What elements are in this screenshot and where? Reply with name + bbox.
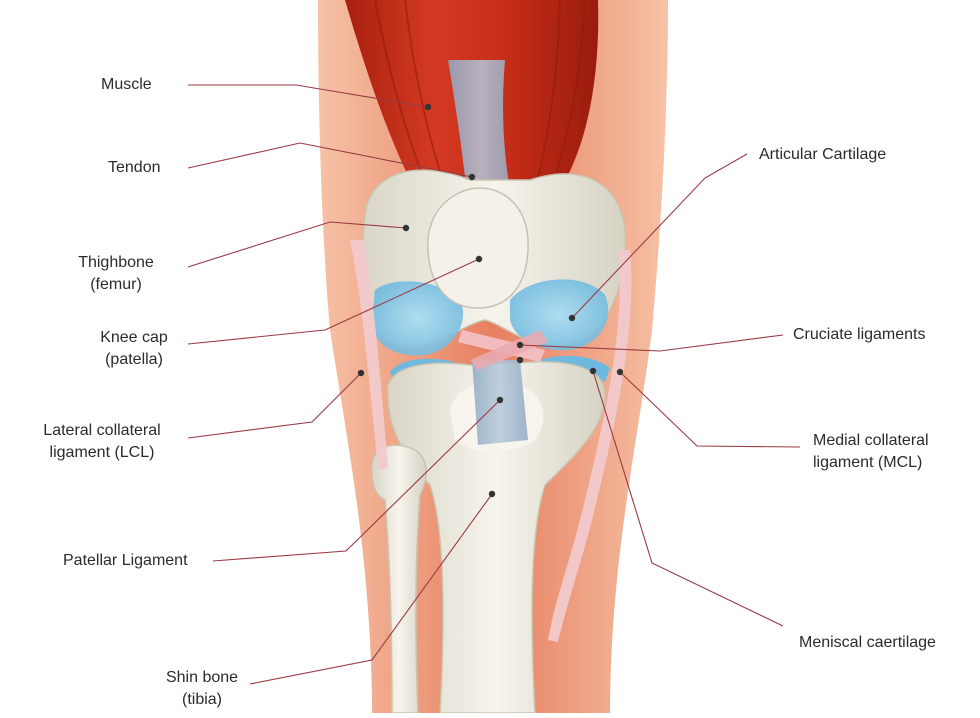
label-kneecap-line1: Knee cap xyxy=(100,329,168,346)
label-shin-bone: Shin bone (tibia) xyxy=(152,667,252,711)
label-lcl-line2: ligament (LCL) xyxy=(49,444,155,461)
callout-dots xyxy=(357,103,624,498)
label-lcl: Lateral collateral ligament (LCL) xyxy=(30,420,174,464)
leader-lines xyxy=(187,84,801,685)
label-meniscal-cartilage: Meniscal caertilage xyxy=(799,632,936,654)
label-shin-bone-line2: (tibia) xyxy=(181,691,222,708)
cruciate-ligament-b xyxy=(470,330,548,370)
label-thighbone-line2: (femur) xyxy=(90,276,142,293)
label-cruciate-ligaments: Cruciate ligaments xyxy=(793,324,926,346)
label-patellar-ligament: Patellar Ligament xyxy=(63,550,188,572)
label-muscle: Muscle xyxy=(101,74,152,96)
label-kneecap: Knee cap (patella) xyxy=(84,327,184,371)
label-mcl-line2: ligament (MCL) xyxy=(813,454,923,471)
articular-cartilage-left xyxy=(372,281,464,356)
patella xyxy=(427,187,529,309)
label-shin-bone-line1: Shin bone xyxy=(165,669,239,686)
lateral-collateral-ligament xyxy=(350,240,388,470)
label-lcl-line1: Lateral collateral xyxy=(43,422,161,439)
label-mcl: Medial collateral ligament (MCL) xyxy=(813,430,929,474)
label-articular-cartilage: Articular Cartilage xyxy=(759,144,886,166)
label-articular-cartilage-text: Articular Cartilage xyxy=(759,146,887,163)
fibula xyxy=(371,444,427,714)
cruciate-ligament-a xyxy=(458,330,545,362)
label-patellar-ligament-text: Patellar Ligament xyxy=(63,552,188,569)
label-meniscal-cartilage-text: Meniscal caertilage xyxy=(799,634,936,651)
medial-collateral-ligament xyxy=(548,250,632,642)
label-muscle-text: Muscle xyxy=(101,76,152,93)
label-thighbone-line1: Thighbone xyxy=(78,254,154,271)
label-tendon: Tendon xyxy=(108,157,161,179)
label-thighbone: Thighbone (femur) xyxy=(66,252,166,296)
label-kneecap-line2: (patella) xyxy=(105,351,163,368)
label-tendon-text: Tendon xyxy=(108,159,161,176)
label-mcl-line1: Medial collateral xyxy=(813,432,929,449)
label-cruciate-ligaments-text: Cruciate ligaments xyxy=(793,326,926,343)
